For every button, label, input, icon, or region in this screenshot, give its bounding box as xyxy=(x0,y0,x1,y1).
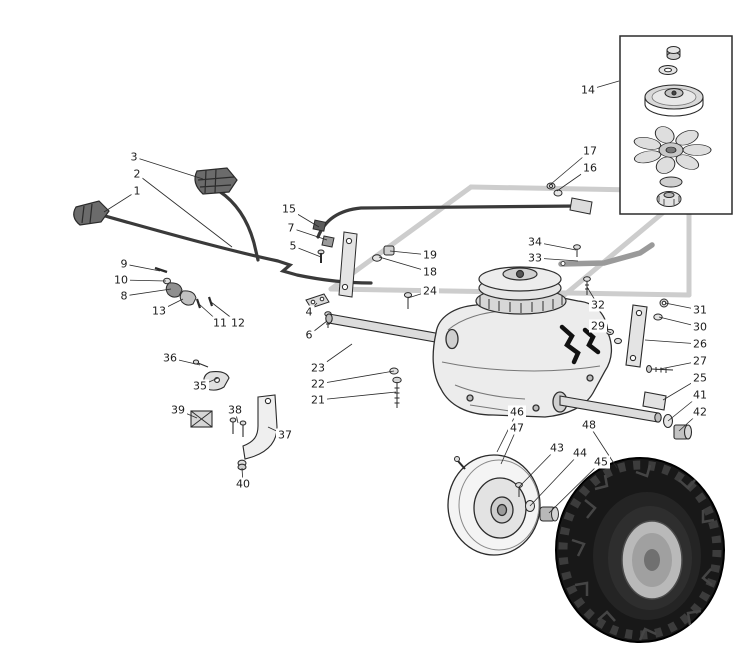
tire-tread-chevrons xyxy=(571,464,715,641)
inset-nut xyxy=(666,46,681,60)
axle-fasteners xyxy=(372,245,413,309)
strap-37 xyxy=(242,394,278,460)
leader-line-30 xyxy=(658,316,701,328)
belt-guide xyxy=(559,324,601,365)
leader-line-18 xyxy=(378,256,431,273)
leader-line-45 xyxy=(548,461,602,514)
leader-line-19 xyxy=(389,250,431,256)
leader-line-7 xyxy=(290,227,328,241)
inset-box xyxy=(619,35,733,215)
bolt-21-head xyxy=(392,376,402,384)
bushing-42 xyxy=(673,424,693,440)
leader-line-23 xyxy=(317,343,353,369)
bolt-27 xyxy=(646,365,674,373)
leader-line-25 xyxy=(662,377,701,401)
rod-fittings xyxy=(305,219,358,328)
pedal-linkage-parts xyxy=(154,266,214,309)
inset-cap xyxy=(656,191,682,207)
spacer-45 xyxy=(539,506,559,522)
long-link-rod xyxy=(316,204,581,239)
bracket-13 xyxy=(179,290,197,306)
washer-29a xyxy=(606,328,614,336)
leader-line-40 xyxy=(241,467,244,485)
plate-25 xyxy=(642,391,667,411)
washer-29b xyxy=(614,337,622,345)
inset-pulley xyxy=(644,84,704,117)
leader-line-10 xyxy=(120,279,167,282)
support-bracket-26 xyxy=(625,304,648,368)
control-rods xyxy=(103,189,581,285)
handle-rod xyxy=(217,189,260,262)
leader-line-46 xyxy=(496,411,518,453)
spacer-19 xyxy=(383,245,395,256)
bolt-43 xyxy=(515,482,523,497)
leader-line-9 xyxy=(123,263,161,272)
leader-line-15 xyxy=(288,208,320,228)
bolt-36 xyxy=(192,359,209,368)
pin-9 xyxy=(154,266,168,274)
leader-line-21 xyxy=(317,391,397,401)
leader-line-33 xyxy=(534,257,579,262)
bolt-24-head xyxy=(403,292,413,298)
washer-18 xyxy=(372,254,382,262)
rod-end-fasteners xyxy=(546,182,593,215)
tire xyxy=(555,457,725,643)
leader-line-44 xyxy=(529,452,581,507)
leader-line-34 xyxy=(534,241,577,251)
lever-bracket xyxy=(338,231,358,298)
leader-line-41 xyxy=(667,394,701,422)
bolt-21 xyxy=(394,382,400,408)
brake-lever-assembly xyxy=(558,242,655,295)
leader-line-6 xyxy=(308,320,328,336)
valve-stem xyxy=(457,460,466,470)
right-axle-shaft xyxy=(559,391,693,440)
inset-fan xyxy=(633,126,712,174)
cooling-fan-pulley xyxy=(475,266,567,315)
lever-33 xyxy=(558,242,655,267)
leader-line-8 xyxy=(123,288,172,297)
bolt-32 xyxy=(583,276,591,295)
leader-line-48 xyxy=(588,424,618,469)
wheel-rim xyxy=(447,454,559,556)
leader-line-12 xyxy=(210,301,239,324)
clevis-7 xyxy=(321,235,335,248)
clamp-15 xyxy=(312,219,327,232)
bolt-34 xyxy=(573,244,581,257)
clutch-rod xyxy=(103,214,373,285)
leader-line-22 xyxy=(317,370,395,385)
fasteners-right xyxy=(606,298,674,373)
plate-4 xyxy=(305,293,330,309)
leader-line-17 xyxy=(550,150,591,185)
leader-line-43 xyxy=(518,447,558,488)
inset-washer xyxy=(658,65,678,75)
inset-disc xyxy=(659,176,683,188)
left-axle-shaft xyxy=(325,313,453,346)
leader-line-5 xyxy=(292,245,322,258)
block-39 xyxy=(190,410,213,428)
bolts-38 xyxy=(229,417,247,437)
grip-handles xyxy=(73,167,238,226)
leader-line-27 xyxy=(659,360,701,370)
leader-line-13 xyxy=(158,298,184,312)
frame-bracket xyxy=(569,197,593,215)
drain-bolt xyxy=(389,367,402,408)
leader-line-1 xyxy=(103,190,138,213)
bracket-8 xyxy=(165,282,183,298)
nut-40 xyxy=(237,459,247,471)
leader-line-31 xyxy=(664,302,701,311)
leader-line-3 xyxy=(133,156,204,180)
leader-line-14 xyxy=(587,80,620,91)
support-parts xyxy=(190,359,278,471)
leader-line-32 xyxy=(586,286,599,306)
washer-16 xyxy=(553,189,563,197)
pin-11 xyxy=(195,298,202,309)
pin-12 xyxy=(207,296,214,307)
leader-line-26 xyxy=(644,339,701,345)
leader-line-2 xyxy=(136,173,233,248)
washer-30 xyxy=(653,313,663,321)
